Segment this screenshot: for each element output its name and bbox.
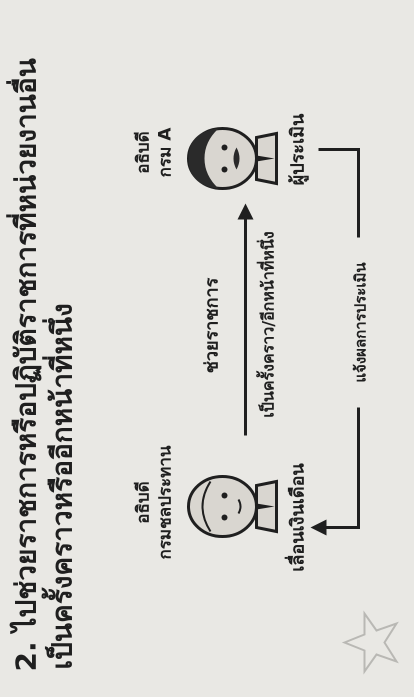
left-director-title: อธิบดี [133,480,153,524]
feedback-label: แจ้งผลการประเมิน [348,237,372,407]
right-director-title: อธิบดี [133,130,153,174]
secondment-arrow-head [237,203,253,219]
left-director-dept: กรมชลประทาน [155,445,175,560]
left-role-label: เลื่อนเงินเดือน [287,462,308,572]
arrow-bottom-label: เป็นครั้งคราว/อีกหน้าที่หนึ่ง [258,230,277,418]
right-director-caption: อธิบดี กรม A [132,77,176,227]
feedback-arrow-head [310,519,326,535]
right-director-dept: กรม A [155,127,175,177]
decorative-star-icon [341,609,399,675]
right-role-label: ผู้ประเมิน [287,113,308,185]
arrow-top-label: ช่วยราชการ [201,277,222,373]
director-left-icon [186,474,278,538]
director-right-icon [186,126,278,190]
left-director-caption: อธิบดี กรมชลประทาน [132,427,176,577]
